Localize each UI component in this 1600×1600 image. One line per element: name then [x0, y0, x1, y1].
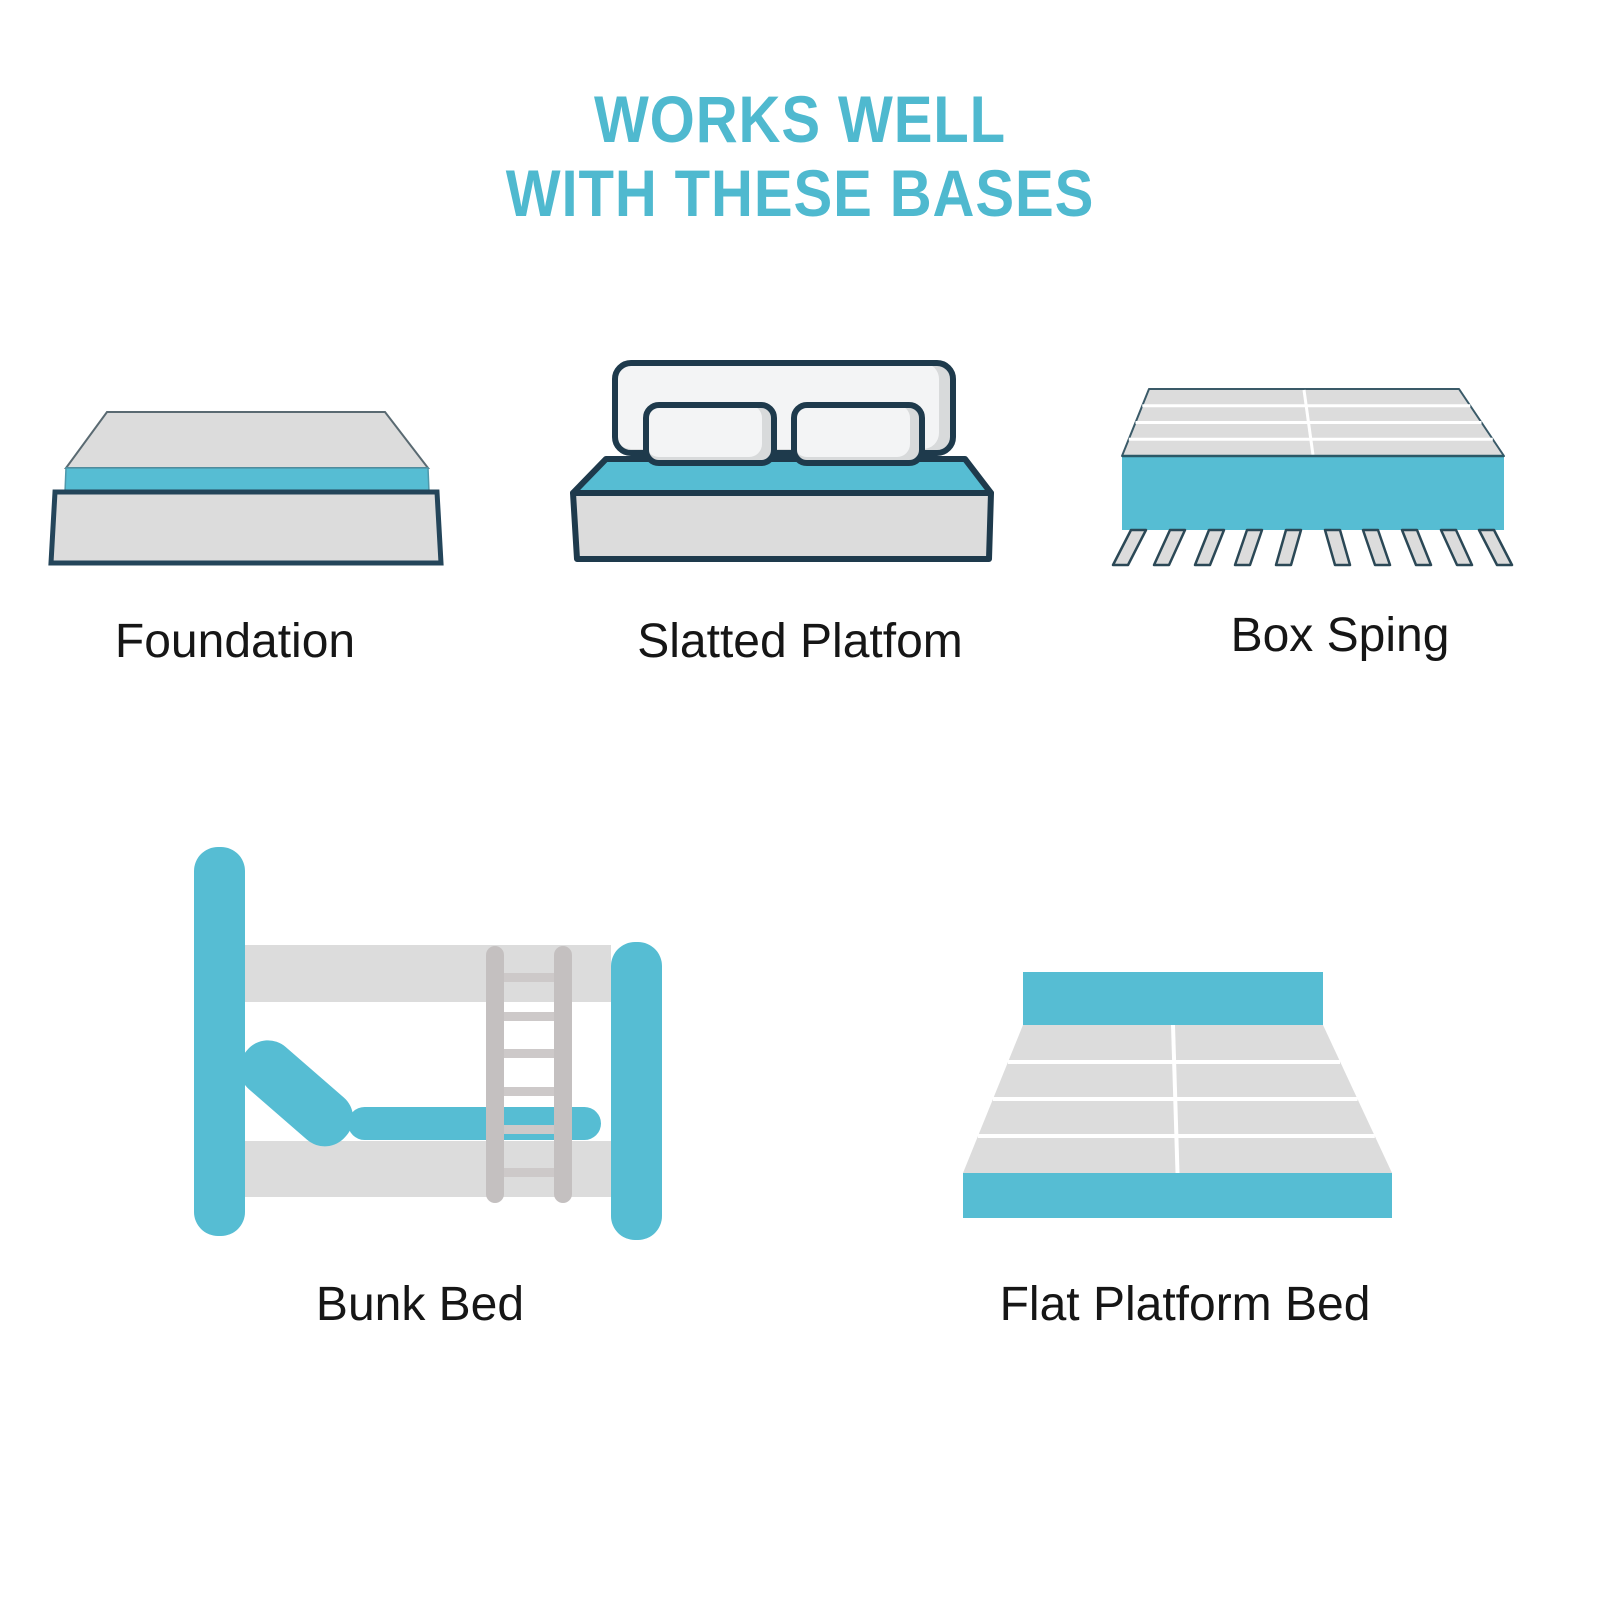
box-spring-legs	[1111, 528, 1514, 567]
box-spring-illustration-icon	[1111, 388, 1514, 567]
bunk-bed-label: Bunk Bed	[315, 1278, 525, 1331]
foundation-label: Foundation	[114, 615, 356, 668]
page-title-line2: WITH THESE BASES	[505, 156, 1095, 230]
foundation-illustration-icon	[48, 411, 444, 566]
flat-platform-bed-label: Flat Platform Bed	[999, 1278, 1371, 1331]
bunk-bed-illustration-icon	[194, 847, 662, 1240]
pillow-left	[643, 402, 777, 466]
page-title-line1: WORKS WELL	[593, 82, 1007, 156]
flat-platform-bed-illustration-icon	[963, 972, 1392, 1218]
ladder-rungs	[503, 973, 555, 1177]
box-spring-label: Box Sping	[1230, 609, 1450, 662]
slatted-platform-label: Slatted Platfom	[637, 615, 963, 668]
page-title: WORKS WELL WITH THESE BASES	[96, 82, 1504, 230]
pillow-right	[791, 402, 925, 466]
slatted-platform-illustration-icon	[570, 360, 994, 562]
